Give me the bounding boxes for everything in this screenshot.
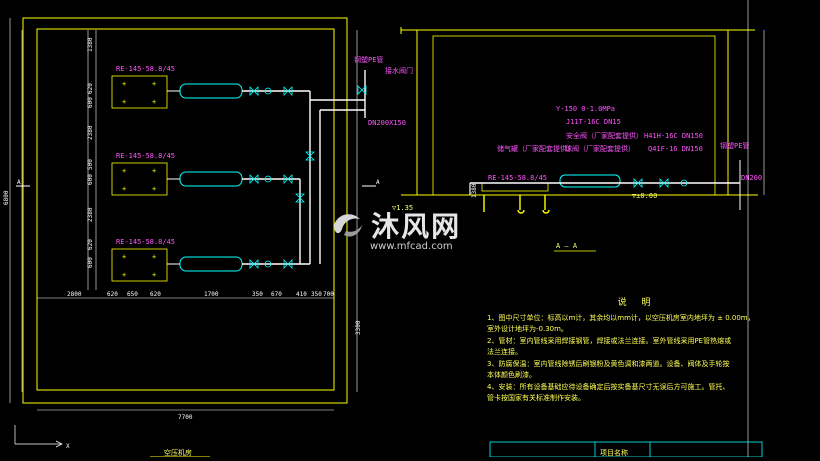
notes-item: 2、管材：室内管线采用焊接钢管，焊接或法兰连接。室外管线采用PE管热熔或 (487, 336, 732, 345)
svg-text:钢塑PE管: 钢塑PE管 (720, 141, 749, 150)
header-pipes (299, 70, 366, 264)
svg-text:▽±0.00: ▽±0.00 (632, 192, 657, 200)
left-dim-lines (9, 18, 97, 403)
svg-text:RE-145-58.8/45: RE-145-58.8/45 (116, 238, 175, 246)
watermark: 沐风网 www.mfcad.com (330, 205, 461, 252)
room-name: 空压机房 (164, 448, 192, 457)
svg-text:球阀（厂家配套提供）: 球阀（厂家配套提供） (565, 144, 635, 153)
axis-x-label: X (66, 443, 70, 450)
svg-text:Y-150 0-1.0MPa: Y-150 0-1.0MPa (556, 105, 615, 113)
svg-text:500: 500 (87, 159, 94, 170)
compressor-unit-1: RE-145-58.8/45 (111, 65, 310, 109)
compressor-unit-3: RE-145-58.8/45 (111, 238, 310, 282)
base-marks: + + + + + + + + + + + + (122, 80, 156, 279)
svg-text:2380: 2380 (87, 207, 94, 222)
svg-text:DN200: DN200 (741, 174, 762, 182)
svg-text:RE-145-58.8/45: RE-145-58.8/45 (116, 65, 175, 73)
design-notes: 说 明 1、图中尺寸单位：标高以m计，其余均以mm计，以空压机房室内地坪为 ± … (487, 298, 787, 405)
svg-text:670: 670 (271, 291, 282, 298)
notes-heading: 说 明 (617, 298, 657, 308)
svg-text:620: 620 (150, 291, 161, 298)
svg-text:接水阀门: 接水阀门 (385, 66, 413, 75)
svg-text:+: + (122, 253, 126, 261)
watermark-brand: 沐风网 (371, 210, 462, 243)
svg-text:+: + (152, 271, 156, 279)
svg-text:安全阀（厂家配套提供）: 安全阀（厂家配套提供） (566, 131, 643, 140)
section-view (400, 27, 758, 214)
valves (249, 85, 367, 269)
inner-wall (36, 28, 335, 391)
notes-item: 4、安装：所有设备基础应待设备确定后按实备基尺寸无误后方可施工。管托、 (487, 382, 730, 391)
section-annotations: Y-150 0-1.0MPa J11T-16C DN15 安全阀（厂家配套提供）… (488, 105, 762, 252)
notes-item: 法兰连接。 (487, 348, 522, 356)
svg-text:620: 620 (87, 83, 94, 94)
bottom-dims: 2800 620 650 620 1700 350 670 410 350 70… (67, 291, 334, 421)
notes-item: 1、图中尺寸单位：标高以m计，其余均以mm计，以空压机房室内地坪为 ± 0.00… (487, 313, 755, 322)
svg-text:1380: 1380 (471, 183, 478, 198)
svg-text:RE-145-58.8/45: RE-145-58.8/45 (116, 152, 175, 160)
svg-text:+: + (122, 98, 126, 106)
section-title: A — A (556, 242, 578, 250)
svg-text:3300: 3300 (355, 320, 362, 335)
section-markers: A A (16, 179, 380, 187)
svg-text:2800: 2800 (67, 291, 82, 298)
project-name-label: 项目名称 (600, 448, 628, 457)
svg-text:350: 350 (311, 291, 322, 298)
svg-text:+: + (152, 253, 156, 261)
right-dims: 1380 (471, 0, 765, 457)
svg-text:+: + (122, 271, 126, 279)
watermark-url: www.mfcad.com (370, 241, 453, 252)
svg-text:+: + (152, 185, 156, 193)
svg-text:储气罐（厂家配套提供）: 储气罐（厂家配套提供） (497, 144, 574, 153)
svg-text:J11T-16C DN15: J11T-16C DN15 (566, 118, 621, 126)
svg-text:DN200X150: DN200X150 (368, 119, 406, 127)
svg-text:Q41F-16 DN150: Q41F-16 DN150 (648, 145, 703, 153)
watermark-logo-icon (330, 209, 366, 241)
svg-text:350: 350 (252, 291, 263, 298)
svg-text:+: + (122, 80, 126, 88)
svg-text:+: + (122, 185, 126, 193)
notes-item: 管卡按国家有关标准制作安装。 (487, 394, 585, 402)
plan-annotations: 钢塑PE管 接水阀门 DN200X150 ▽1.35 (354, 55, 413, 212)
svg-text:H41H-16C DN150: H41H-16C DN150 (644, 132, 703, 140)
room-walls (22, 17, 348, 404)
svg-text:+: + (152, 167, 156, 175)
notes-item: 本体颜色刷漆。 (487, 371, 536, 379)
svg-text:600: 600 (87, 257, 94, 268)
svg-text:2380: 2380 (87, 125, 94, 140)
svg-text:▽1.35: ▽1.35 (392, 204, 413, 212)
svg-text:650: 650 (127, 291, 138, 298)
left-dims: 1380 620 600 2380 500 600 2380 620 600 3… (87, 37, 362, 335)
dim-total-height: 6800 (3, 190, 10, 205)
compressor-unit-2: RE-145-58.8/45 (111, 152, 300, 196)
svg-text:1380: 1380 (87, 37, 94, 52)
notes-item: 室外设计地坪为-0.30m。 (487, 325, 568, 333)
notes-item: 3、防腐保温：室内管线除锈后刷银粉及黄色调和漆两道。设备、阀体及手轮按 (487, 359, 730, 368)
svg-text:A: A (17, 179, 21, 186)
svg-text:RE-145-58.8/45: RE-145-58.8/45 (488, 174, 547, 182)
svg-text:600: 600 (87, 97, 94, 108)
bottom-dim-lines (37, 30, 358, 411)
svg-text:+: + (122, 167, 126, 175)
outer-wall (22, 17, 348, 404)
svg-text:1700: 1700 (204, 291, 219, 298)
svg-text:钢塑PE管: 钢塑PE管 (354, 55, 383, 64)
svg-text:A: A (376, 179, 380, 186)
svg-text:+: + (152, 80, 156, 88)
svg-text:+: + (152, 98, 156, 106)
svg-text:700: 700 (323, 291, 334, 298)
svg-text:410: 410 (296, 291, 307, 298)
svg-text:620: 620 (87, 239, 94, 250)
dim-total-width: 7700 (178, 414, 193, 421)
svg-text:600: 600 (87, 174, 94, 185)
plan-footer: 空压机房 X (14, 425, 210, 458)
svg-text:620: 620 (107, 291, 118, 298)
